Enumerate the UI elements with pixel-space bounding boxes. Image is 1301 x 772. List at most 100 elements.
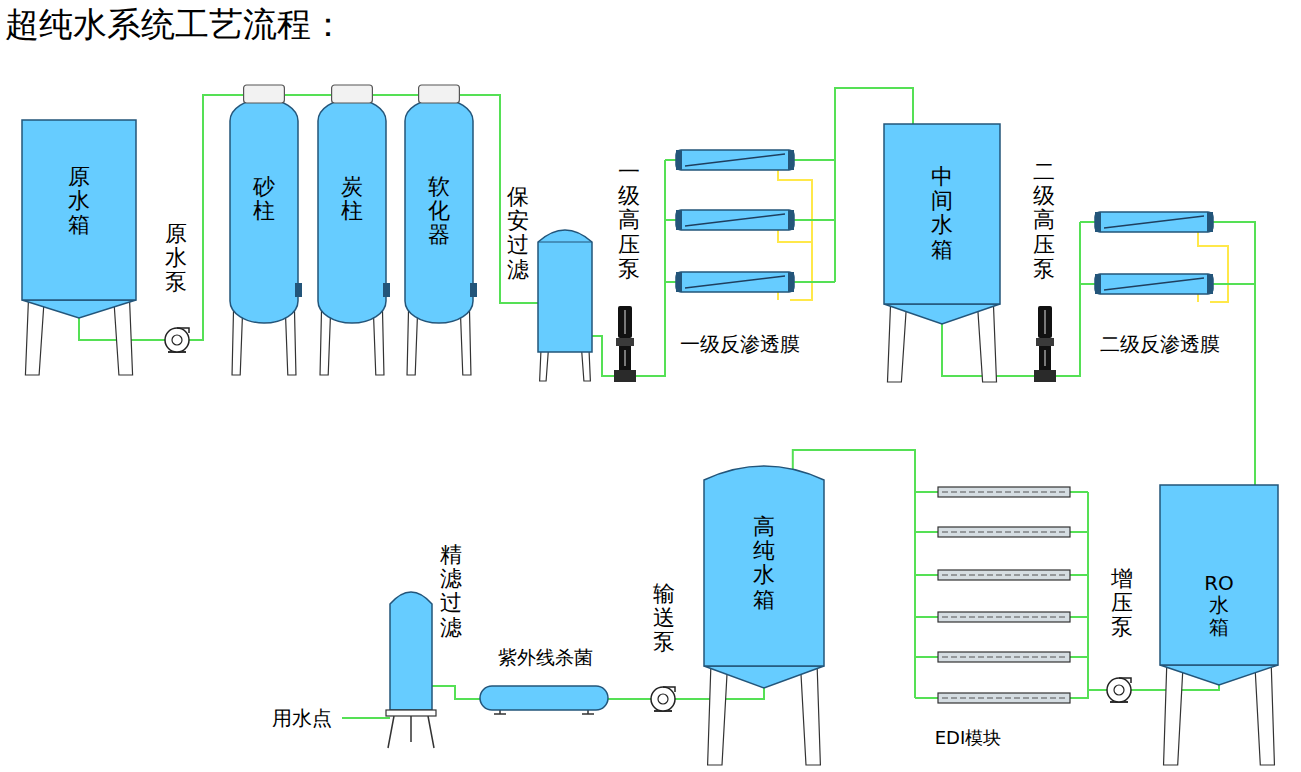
filter-column-outline (230, 85, 298, 375)
water-tank: 中间水箱 (884, 124, 1000, 382)
filter-body (390, 592, 432, 710)
membrane-housing (1095, 274, 1213, 294)
filter-seam (538, 242, 592, 243)
tank-cone (1160, 665, 1278, 685)
pump-base (1034, 370, 1056, 382)
edi-stack (938, 652, 1070, 662)
pump-eye (658, 694, 668, 704)
node-label: 软化器 (428, 175, 450, 248)
membrane-sheet (685, 276, 785, 288)
stand-legs (388, 716, 434, 748)
edi-cells (942, 574, 1066, 575)
pump-eye (1114, 685, 1124, 695)
diagram-title: 超纯水系统工艺流程： (5, 2, 345, 48)
membrane-sheet (1104, 278, 1204, 290)
centrifugal-pump: 原水泵 (162, 326, 192, 354)
column-body (230, 99, 298, 323)
membrane-end-cap (676, 210, 682, 230)
filter-body (538, 230, 592, 352)
permeate-manifold (794, 160, 835, 282)
pump-casing (165, 328, 189, 352)
membrane-end-cap (788, 150, 794, 170)
node-label: 精滤过滤 (440, 543, 462, 640)
filter-column: 软化器 (405, 85, 473, 375)
membrane-group-outline (676, 146, 794, 296)
node-label: 原水泵 (165, 222, 187, 295)
edi-module (938, 693, 1070, 703)
feed-manifold (665, 160, 676, 282)
pump-base (614, 370, 636, 382)
edi-module (938, 527, 1070, 537)
node-label: 增压泵 (1111, 567, 1133, 640)
pump-flange (1036, 338, 1054, 346)
tank-body (1160, 485, 1278, 665)
membrane-housing (1095, 212, 1213, 232)
stand-plate (386, 710, 436, 716)
pump-eye (172, 335, 182, 345)
permeate-manifold (1213, 283, 1255, 285)
feed-manifold (1080, 222, 1095, 284)
centrifugal-pump: 输送泵 (648, 685, 678, 713)
fine-filter-outline (386, 586, 436, 748)
concentrate-lines (778, 166, 1228, 302)
filter-column: 砂柱 (230, 85, 298, 375)
uv-sterilizer: 紫外线杀菌 (480, 684, 608, 714)
node-label: 原水箱 (68, 165, 90, 238)
membrane-end-cap (788, 272, 794, 292)
pump-highlight (1044, 310, 1046, 366)
node-label: 炭柱 (341, 175, 363, 223)
pump-flange (616, 338, 634, 346)
high-pressure-pump: 二级高压泵 (1034, 306, 1056, 382)
pump-highlight (624, 310, 626, 366)
side-valve (470, 283, 477, 297)
tank-body (884, 124, 1000, 304)
side-valve (383, 283, 390, 297)
water-tank-outline (704, 466, 824, 765)
membrane-housing (676, 210, 794, 230)
outlet-pipe (342, 717, 390, 719)
node-label: 二级高压泵 (1033, 160, 1055, 281)
membrane-end-cap (1095, 212, 1101, 232)
water-pipe (372, 94, 418, 96)
column-body (318, 99, 386, 323)
edi-cells (942, 656, 1066, 657)
membrane-sheet (1104, 216, 1204, 228)
membrane-group: 一级反渗透膜 (676, 146, 794, 296)
cartridge-filter-outline (538, 226, 592, 381)
water-tank: 原水箱 (22, 120, 136, 375)
uv-chamber (480, 686, 608, 710)
water-pipe (592, 336, 614, 376)
centrifugal-pump-outline (1104, 676, 1134, 704)
node-label: 砂柱 (253, 175, 275, 223)
tank-cone (22, 300, 136, 318)
outlet-label: 用水点 (272, 705, 332, 732)
centrifugal-pump-outline (162, 326, 192, 354)
column-cap (419, 85, 460, 103)
water-pipe (432, 686, 480, 699)
membrane-group: 二级反渗透膜 (1095, 208, 1213, 296)
membrane-end-cap (1207, 212, 1213, 232)
membrane-group-outline (1095, 208, 1213, 296)
high-pressure-pump-outline (614, 306, 636, 382)
tank-body (704, 466, 824, 666)
edi-module (938, 570, 1070, 580)
edi-module (938, 652, 1070, 662)
tank-cone (704, 666, 824, 688)
pump-outlet (663, 687, 675, 692)
water-pipe (636, 282, 676, 376)
edi-stack (938, 487, 1070, 497)
fine-filter: 精滤过滤 (386, 586, 436, 748)
edi-cells (942, 531, 1066, 532)
node-label: 中间水箱 (931, 165, 953, 262)
cartridge-filter: 保安过滤 (538, 226, 592, 381)
column-body (405, 99, 473, 323)
node-label: 紫外线杀菌 (498, 646, 593, 669)
membrane-end-cap (1095, 274, 1101, 294)
pump-outlet (177, 328, 189, 333)
edi-stack (938, 570, 1070, 580)
centrifugal-pump: 增压泵 (1104, 676, 1134, 704)
membrane-housing (676, 272, 794, 292)
